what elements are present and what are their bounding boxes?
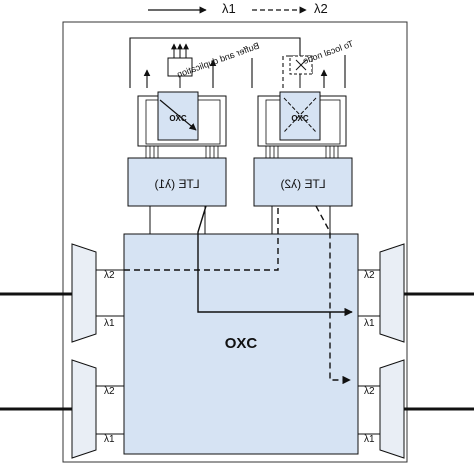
port-label: λ1 bbox=[104, 318, 115, 329]
small-oxc-left-label: OXC bbox=[169, 114, 187, 123]
mux-right-lower: λ2 λ1 bbox=[358, 359, 474, 459]
lte-right-label: LTE (λ2) bbox=[280, 177, 325, 191]
lightpath-lambda2 bbox=[124, 205, 351, 385]
port-label: λ1 bbox=[104, 434, 115, 445]
legend-solid-label: λ1 bbox=[222, 1, 236, 16]
port-label: λ2 bbox=[364, 270, 375, 281]
port-label: λ2 bbox=[104, 386, 115, 397]
demux-left-lower: λ2 λ1 bbox=[0, 359, 124, 459]
svg-text:To local node: To local node bbox=[301, 38, 354, 66]
node-frame bbox=[62, 21, 408, 463]
lte-left-label: LTE (λ1) bbox=[154, 177, 199, 191]
lte-left: LTE (λ1) bbox=[127, 157, 227, 207]
local-node-annotation: To local node bbox=[301, 38, 354, 66]
port-label: λ1 bbox=[364, 434, 375, 445]
legend: λ1 λ2 bbox=[148, 1, 328, 16]
lte-right: LTE (λ2) bbox=[253, 157, 353, 207]
main-oxc bbox=[123, 233, 359, 455]
buffer-left bbox=[167, 43, 193, 88]
port-label: λ2 bbox=[364, 386, 375, 397]
small-oxc-right: OXC bbox=[257, 91, 347, 147]
port-label: λ1 bbox=[364, 318, 375, 329]
mux-right-upper: λ2 λ1 bbox=[358, 243, 474, 343]
small-oxc-left: OXC bbox=[137, 91, 227, 147]
small-oxc-right-label: OXC bbox=[291, 114, 309, 123]
lte-to-oxc-links bbox=[149, 206, 331, 234]
lightpath-lambda1 bbox=[197, 205, 353, 317]
main-oxc-label: OXC bbox=[225, 335, 258, 352]
legend-dashed-label: λ2 bbox=[314, 1, 328, 16]
buffer-right bbox=[289, 55, 313, 88]
port-label: λ2 bbox=[104, 270, 115, 281]
demux-left-upper: λ2 λ1 bbox=[0, 243, 124, 343]
